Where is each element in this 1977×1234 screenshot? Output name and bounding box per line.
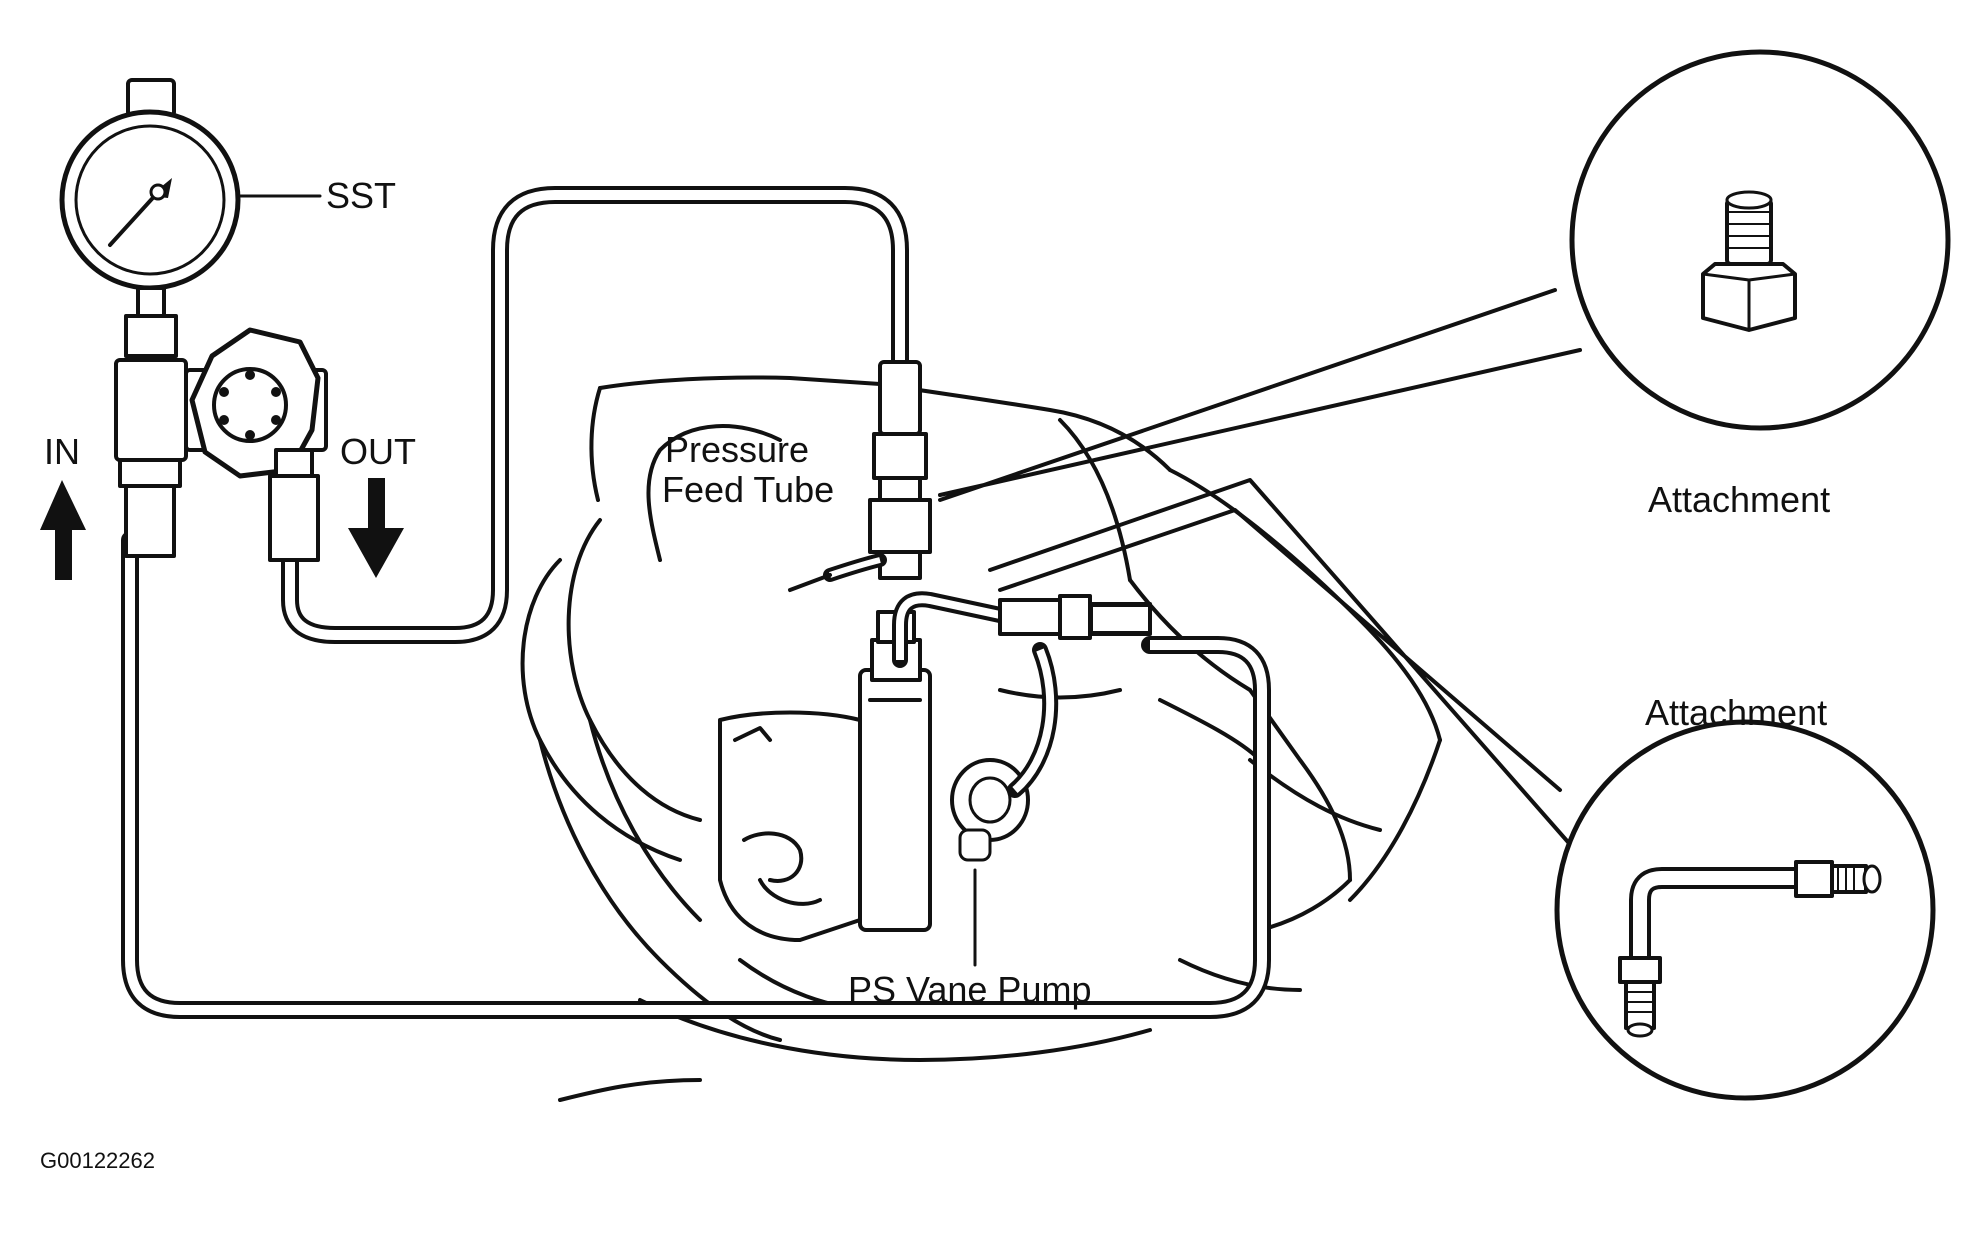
valve-body xyxy=(114,327,328,562)
in-label: IN xyxy=(44,431,80,472)
in-arrow-icon xyxy=(40,480,86,580)
ps-vane-pump-label: PS Vane Pump xyxy=(848,969,1091,1010)
figure-code: G00122262 xyxy=(40,1148,155,1173)
pump-outlet-tube xyxy=(892,591,1059,798)
attachment-bottom-label: Attachment xyxy=(1645,692,1827,733)
sst-label: SST xyxy=(326,175,396,216)
attachment-hex-fitting-icon xyxy=(1701,190,1797,332)
pressure-feed-tube-fitting xyxy=(788,360,932,592)
attachment-top-label: Attachment xyxy=(1648,479,1830,520)
pump-line-fitting xyxy=(998,594,1152,640)
out-hose xyxy=(281,186,909,644)
pressure-gauge-sst xyxy=(59,78,322,358)
pressure-feed-tube-label-line2: Feed Tube xyxy=(662,469,834,510)
pressure-feed-tube-label-line1: Pressure xyxy=(665,429,809,470)
engine-background-outline xyxy=(520,375,1442,1102)
out-label: OUT xyxy=(340,431,416,472)
out-arrow-icon xyxy=(348,478,404,578)
in-hose xyxy=(121,531,1271,1019)
attachment-elbow-tube-icon xyxy=(1618,860,1882,1038)
